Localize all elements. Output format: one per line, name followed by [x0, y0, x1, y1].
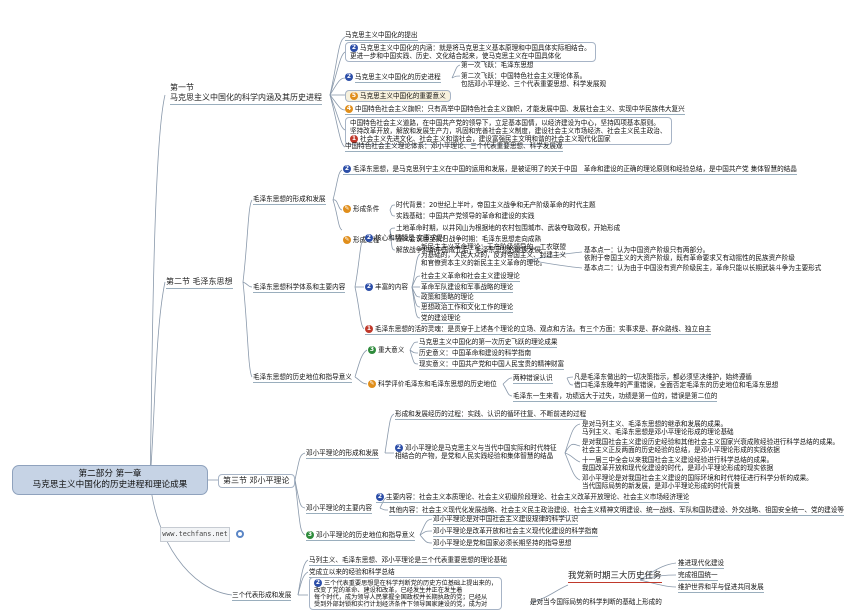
sec2-historical-significance[interactable]: 历史意义：中国革命和建设的科学指南 — [419, 349, 532, 359]
sec2-branch-formation[interactable]: 毛泽东思想的形成和发展 — [253, 195, 326, 205]
section1-topic[interactable]: 第一节 马克思主义中国化的科学内涵及其历史进程 — [170, 83, 322, 105]
sec2-ideology-work[interactable]: 思想政治工作和文化工作的理论 — [421, 303, 514, 313]
root-title-line1: 第二部分 第一章 — [78, 469, 142, 479]
section2-topic[interactable]: 第二节 毛泽东思想 — [166, 277, 233, 289]
sec2-process-liberation[interactable]: 解放战争和新中国成立后，毛泽东思想的继续发展 — [396, 246, 542, 254]
sec2-party-building[interactable]: 党的建设理论 — [421, 314, 461, 324]
sec2-process-zunyi[interactable]: 遵义会议后至抗日战争时期：毛泽东思想走向成熟 — [396, 235, 542, 243]
sec3-source-4[interactable]: 邓小平理论是对我国社会主义建设的国际环境和时代特征进行科学分析的成果。 当代国际… — [582, 474, 813, 490]
sec2-new-democracy[interactable]: 新民主主义革命理论：无产阶级领导的，工农联盟 为基础的，人民大众的，反对帝国主义… — [421, 243, 567, 267]
sec2-two-errors[interactable]: 两种错误认识 — [513, 374, 553, 384]
number-2-icon: 2 — [350, 44, 358, 52]
sec1-first-leap[interactable]: 第一次飞跃：毛泽东思想 — [461, 61, 534, 69]
sec3-position-2[interactable]: 邓小平理论是改革开放和社会主义现代化建设的科学指南 — [433, 527, 598, 537]
number-2-icon: 2 — [345, 73, 353, 81]
flag-icon: ✎ — [343, 205, 351, 213]
sec3-formation-process[interactable]: 形成和发展经历的过程：实践、认识的循环往复、不断前进的过程 — [395, 410, 587, 420]
sec2-error-1[interactable]: 凡是毛泽东做出的一切决策指示，都必须坚决维护，始终遵循 — [574, 373, 753, 381]
sec3-source-1[interactable]: 是对马列主义、毛泽东思想的继承和发展的成果。 马列主义、毛泽东思想是邓小平理论形… — [582, 420, 734, 436]
sec1-node-theory-system[interactable]: 中国特色社会主义理论体系：邓小平理论、三个代表重要思想、科学发展观 — [345, 142, 563, 152]
sec2-branch-system[interactable]: 毛泽东思想科学体系和主要内容 — [253, 283, 346, 293]
sec1-node-proposed[interactable]: 马克思主义中国化的提出 — [345, 31, 418, 41]
root-title-line2: 马克思主义中国化的历史进程和理论成果 — [32, 480, 188, 490]
flag-icon: ✎ — [343, 236, 351, 244]
sec2-branch-position[interactable]: 毛泽东思想的历史地位和指导意义 — [253, 373, 352, 383]
sec2-process-land[interactable]: 土地革命时期，以井冈山为根据地的农村包围城市、武装夺取政权，开始形成 — [396, 224, 621, 232]
sec2-policy[interactable]: 政策和策略的理论 — [421, 293, 474, 303]
sec3-branch-formation[interactable]: 邓小平理论的形成和发展 — [306, 449, 379, 459]
sec3-source-2[interactable]: 是对我国社会主义建设历史经验和其他社会主义国家兴衰成败经验进行科学总结的成果。 … — [582, 438, 840, 454]
sec2-socialist-revolution[interactable]: 社会主义革命和社会主义建设理论 — [421, 272, 520, 282]
sec2-first-leap-result[interactable]: 马克思主义中国化的第一次历史飞跃的理论成果 — [419, 338, 558, 348]
number-1-icon: 1 — [365, 325, 373, 333]
number-2-icon: 2 — [343, 165, 351, 173]
swirl-icon — [236, 530, 244, 538]
sec2-conditions[interactable]: ✎形成条件 — [343, 205, 380, 213]
sec3-other-content[interactable]: 其他内容：社会主义现代化发展战略、社会主义民主政治建设、社会主义精神文明建设、统… — [389, 506, 844, 516]
sec2-army-building[interactable]: 革命军队建设和军事战略的理论 — [421, 283, 514, 293]
sec4-task-3[interactable]: 维护世界和平与促进共同发展 — [678, 583, 764, 593]
sec4-tasks-title[interactable]: 我党新时期三大历史任务 — [568, 571, 662, 583]
sec2-conditions-era[interactable]: 时代背景：20世纪上半叶，帝国主义战争和无产阶级革命的时代主题 — [396, 201, 596, 209]
sec4-task-2[interactable]: 完成祖国统一 — [678, 571, 718, 581]
sec2-scientific-evaluation[interactable]: ✎科学评价毛泽东和毛泽东思想的历史地位 — [368, 380, 497, 388]
sec3-position-1[interactable]: 邓小平理论是对中国社会主义建设规律的科学认识 — [433, 515, 579, 525]
root-topic[interactable]: 第二部分 第一章 马克思主义中国化的历史进程和理论成果 — [12, 465, 208, 495]
number-3-icon: 3 — [306, 531, 314, 539]
section3-topic[interactable]: 第三节 邓小平理论 — [218, 474, 295, 488]
sec4-theory-basis[interactable]: 马列主义、毛泽东思想、邓小平理论是三个代表重要思想的理论基础 — [309, 556, 507, 566]
section1-title-b: 马克思主义中国化的科学内涵及其历史进程 — [170, 93, 322, 105]
number-2-icon: 2 — [314, 579, 322, 587]
number-2-icon: 2 — [365, 283, 373, 291]
number-3-icon: 3 — [368, 346, 376, 354]
number-4-icon: 4 — [345, 105, 353, 113]
flag-icon: ✎ — [368, 380, 376, 388]
number-5-icon: 5 — [350, 92, 358, 100]
sec1-node-road[interactable]: 中国特色社会主义道路，在中国共产党的领导下，立足基本国情，以经济建设为中心，坚持… — [345, 117, 672, 145]
sec3-branch-content[interactable]: 邓小平理论的主要内容 — [306, 504, 372, 514]
sec4-international[interactable]: 是对当今国际局势的科学判断的基础上形成的 — [530, 598, 662, 606]
sec2-conditions-practice[interactable]: 实践基础：中国共产党领导的革命和建设的实践 — [396, 212, 535, 220]
sec2-error-2[interactable]: 借口毛泽东晚年的严重错误，全面否定毛泽东的历史地位和毛泽东思想 — [574, 381, 779, 389]
number-2-icon: 2 — [395, 444, 403, 452]
sec2-basic-point-1[interactable]: 基本点一：认为中国资产阶级只有两部分。 依附于帝国主义的大资产阶级，既有革命要求… — [584, 246, 795, 262]
site-logo[interactable]: www.techfans.net — [160, 527, 230, 542]
number-1-icon: 1 — [350, 135, 358, 143]
sec2-practical-significance[interactable]: 现实意义：中国共产党和中国人民宝贵的精神财富 — [419, 360, 565, 370]
sec2-merits[interactable]: 毛泽东一生来看，功绩远大于过失，功绩是第一位的，错误是第二位的 — [513, 392, 718, 402]
number-2-icon: 2 — [376, 493, 384, 501]
section1-title-a: 第一节 — [170, 83, 194, 92]
sec4-branch-formation[interactable]: 三个代表形成和发展 — [232, 591, 292, 601]
sec3-position-3[interactable]: 邓小平理论是党和国家必须长期坚持的指导思想 — [433, 539, 572, 549]
sec4-task-1[interactable]: 推进现代化建设 — [678, 559, 725, 569]
number-2-icon: 2 — [365, 234, 373, 242]
sec2-basic-point-2[interactable]: 基本点二：认为由于中国没有资产阶级民主，革命只能以长期武装斗争为主要形式 — [584, 264, 822, 272]
sec3-source-3[interactable]: 十一届三中全会以来我国社会主义建设经验进行科学总结的成果。 我国改革开放和现代化… — [582, 456, 774, 472]
sec1-second-leap[interactable]: 第二次飞跃：中国特色社会主义理论体系。 包括邓小平理论、三个代表重要思想、科学发… — [461, 72, 607, 88]
